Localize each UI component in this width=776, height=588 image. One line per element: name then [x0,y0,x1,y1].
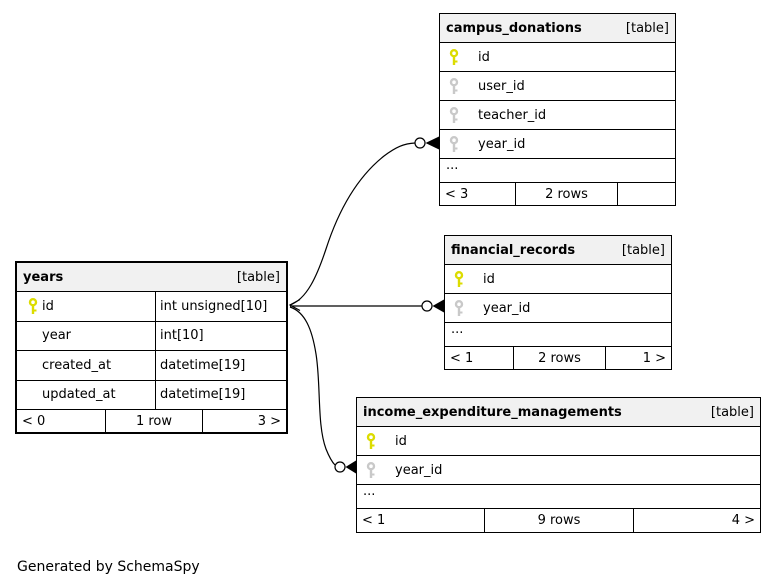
hidden-columns-ellipsis: ... [357,484,760,508]
column-name: year [42,328,72,344]
footer-parents-count [617,183,675,205]
column-name: created_at [42,357,112,373]
footer-parents-count: 4 > [633,509,760,532]
foreign-key-icon [449,106,459,123]
foreign-key-icon [449,77,459,94]
table-footer: < 0 1 row 3 > [17,409,286,432]
footer-children-count: < 1 [450,350,474,366]
column-row-id: id [445,264,671,293]
footer-children-count: < 0 [22,413,46,429]
edge-years-income-expenditure [289,306,336,466]
primary-key-icon [28,297,38,314]
footer-children-count: < 1 [362,513,386,528]
hidden-columns-ellipsis: ... [445,322,671,346]
table-name[interactable]: years [23,269,64,285]
column-row-year-id: year_id [445,293,671,322]
footer-row-count: 9 rows [484,509,633,532]
table-name[interactable]: financial_records [451,242,576,258]
table-income-expenditure-managements: income_expenditure_managements [table] i… [356,397,761,533]
table-header-income-expenditure-managements[interactable]: income_expenditure_managements [table] [357,398,760,426]
column-name: id [478,49,490,65]
column-type: int unsigned[10] [155,292,286,321]
foreign-key-icon [366,461,376,478]
column-name: user_id [478,78,525,94]
edge-years-campus-donations [289,142,416,306]
table-campus-donations: campus_donations [table] id user_id teac… [439,13,676,206]
table-kind-label: [table] [625,20,669,36]
column-row-year-id: year_id [357,455,760,484]
column-name: teacher_id [478,107,547,123]
table-footer: < 1 2 rows 1 > [445,346,671,369]
column-name: year_id [483,300,531,316]
column-name: id [483,271,495,287]
zero-or-more-circle-icon [414,137,426,149]
column-row-teacher-id: teacher_id [440,100,675,129]
column-row-id: id [440,42,675,71]
generator-credit: Generated by SchemaSpy [17,559,200,575]
foreign-key-icon [454,299,464,316]
table-header-financial-records[interactable]: financial_records [table] [445,236,671,264]
table-kind-label: [table] [621,242,665,258]
column-row-user-id: user_id [440,71,675,100]
table-footer: < 1 9 rows 4 > [357,508,760,532]
footer-parents-count: 3 > [202,410,286,432]
table-footer: < 3 2 rows [440,182,675,205]
table-header-years[interactable]: years [table] [17,263,286,291]
zero-or-more-circle-icon [334,461,346,473]
fk-arrowhead-icon [425,136,439,150]
fk-arrowhead-icon [345,460,356,474]
column-row-year: year int[10] [17,320,286,350]
footer-parents-count: 1 > [605,347,671,369]
column-type: int[10] [155,321,286,350]
table-header-campus-donations[interactable]: campus_donations [table] [440,14,675,42]
column-name: year_id [395,462,443,478]
column-row-created-at: created_at datetime[19] [17,350,286,380]
parent-arrowhead-icon [288,298,301,312]
table-years: years [table] id int unsigned[10] year i… [15,261,288,434]
column-row-year-id: year_id [440,129,675,158]
column-type: datetime[19] [155,351,286,380]
footer-children-count: < 3 [445,186,469,202]
table-name[interactable]: income_expenditure_managements [363,404,622,420]
hidden-columns-ellipsis: ... [440,158,675,182]
footer-row-count: 1 row [105,410,202,432]
column-row-id: id int unsigned[10] [17,291,286,321]
footer-row-count: 2 rows [515,183,617,205]
column-row-updated-at: updated_at datetime[19] [17,379,286,409]
table-financial-records: financial_records [table] id year_id ...… [444,235,672,370]
table-name[interactable]: campus_donations [446,20,582,36]
column-type: datetime[19] [155,380,286,409]
primary-key-icon [449,48,459,65]
column-name: year_id [478,136,526,152]
zero-or-more-circle-icon [421,300,433,312]
primary-key-icon [366,432,376,449]
column-name: id [395,433,407,449]
column-name: updated_at [42,387,116,403]
fk-arrowhead-icon [432,299,444,313]
table-kind-label: [table] [710,404,754,420]
column-name: id [42,298,54,314]
column-row-id: id [357,426,760,455]
primary-key-icon [454,270,464,287]
table-kind-label: [table] [236,269,280,285]
foreign-key-icon [449,135,459,152]
footer-row-count: 2 rows [513,347,605,369]
